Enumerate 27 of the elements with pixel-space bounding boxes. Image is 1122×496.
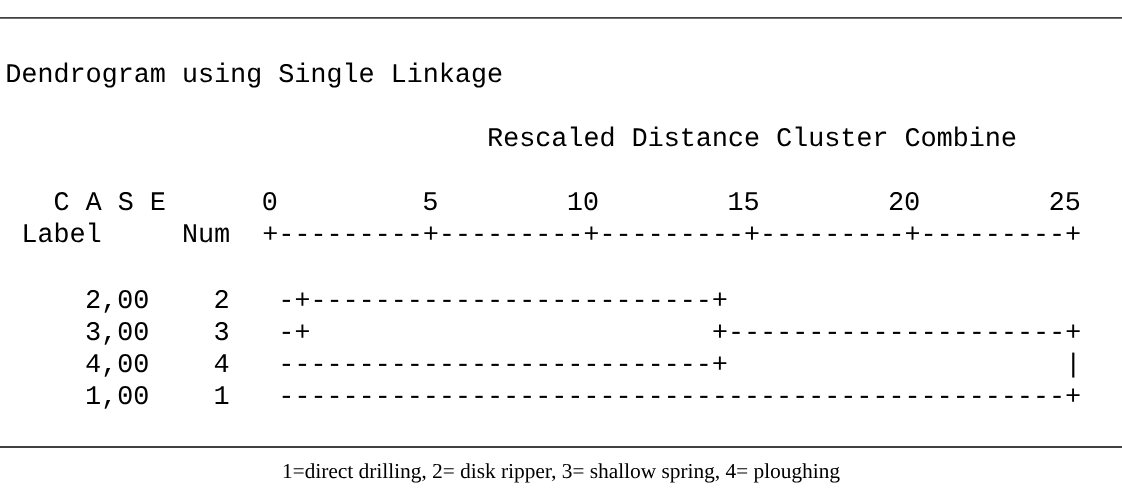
column-header: Label xyxy=(24,222,101,243)
case-number: 1 xyxy=(215,386,229,404)
dendrogram-branch: +---------------------+ xyxy=(713,324,1080,338)
tick-label: 20 xyxy=(889,192,919,211)
case-label: 1,00 xyxy=(87,386,148,409)
title: Dendrogram using Single Linkage xyxy=(7,62,502,88)
column-header: C A S E xyxy=(55,192,165,211)
dendrogram-branch: -------------------------------------------------+ xyxy=(282,388,1080,402)
dendrogram-branch: | xyxy=(1072,352,1075,378)
axis-title: Rescaled Distance Cluster Combine xyxy=(489,126,1016,147)
case-number: 2 xyxy=(215,290,228,308)
tick-label: 25 xyxy=(1050,192,1080,211)
case-number: 3 xyxy=(215,322,228,341)
tick-label: 5 xyxy=(424,192,437,211)
dendrogram-branch: -+ xyxy=(282,324,309,338)
distance-scale: +---------+---------+---------+---------+---------+ xyxy=(263,226,1080,240)
tick-label: 10 xyxy=(568,192,598,211)
dendrogram-branch: ---------------------------+ xyxy=(282,356,727,370)
caption: 1=direct drilling, 2= disk ripper, 3= shallow spring, 4= ploughing xyxy=(283,463,840,483)
dendrogram-branch: -+-------------------------+ xyxy=(282,292,727,306)
tick-label: 15 xyxy=(729,192,758,211)
case-label: 2,00 xyxy=(86,290,148,313)
case-number: 4 xyxy=(214,354,229,372)
tick-label: 0 xyxy=(263,192,277,211)
case-label: 3,00 xyxy=(86,322,148,345)
column-header: Num xyxy=(184,224,229,243)
case-label: 4,00 xyxy=(86,354,148,377)
